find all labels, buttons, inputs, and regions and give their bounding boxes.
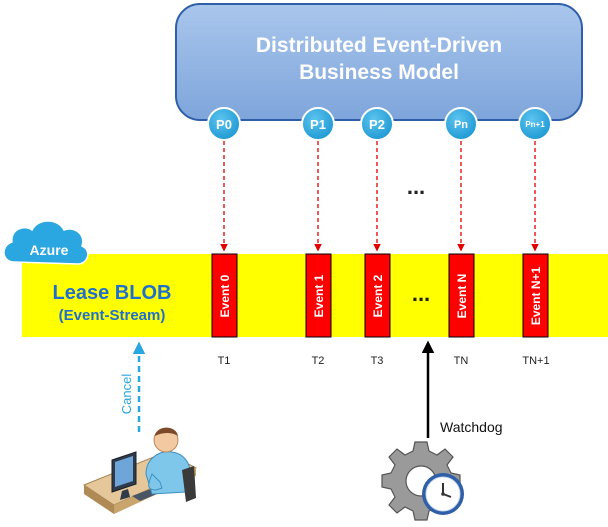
event-2-label: Event 2 xyxy=(371,274,385,317)
event-ellipsis: ... xyxy=(412,281,430,306)
event-0-label: Event 0 xyxy=(218,274,232,317)
event-n-plus-1-label: Event N+1 xyxy=(529,266,543,325)
node-p1-label: P1 xyxy=(310,117,326,132)
node-p1: P1 xyxy=(301,107,335,141)
event-n-label: Event N xyxy=(455,274,469,319)
node-to-event-arrows xyxy=(220,141,539,252)
event-0: Event 0 xyxy=(211,253,238,338)
processor-nodes: P0 P1 P2 Pn Pn+1 xyxy=(207,107,552,141)
blob-subtitle: (Event-Stream) xyxy=(59,307,166,324)
azure-label: Azure xyxy=(30,242,69,258)
event-1: Event 1 xyxy=(305,253,332,338)
event-1-label: Event 1 xyxy=(312,274,326,317)
node-p2: P2 xyxy=(360,107,394,141)
node-p0: P0 xyxy=(207,107,241,141)
azure-cloud: Azure xyxy=(3,220,89,265)
node-pn: Pn xyxy=(444,107,478,141)
node-p0-label: P0 xyxy=(216,117,232,132)
time-tn: TN xyxy=(454,355,469,367)
watchdog-label: Watchdog xyxy=(440,419,503,435)
user-at-computer-icon xyxy=(82,427,198,514)
event-boxes: Event 0 Event 1 Event 2 Event N Event N+… xyxy=(211,253,549,338)
model-title-line1: Distributed Event-Driven xyxy=(256,34,502,57)
node-ellipsis: ... xyxy=(407,174,425,199)
node-pn-plus-1: Pn+1 xyxy=(518,107,552,141)
node-p2-label: P2 xyxy=(369,117,385,132)
time-t3: T3 xyxy=(371,355,384,367)
time-tn-plus-1: TN+1 xyxy=(522,355,549,367)
event-2: Event 2 xyxy=(364,253,391,338)
node-pn-label: Pn xyxy=(454,119,468,131)
node-pn-plus-1-label: Pn+1 xyxy=(525,120,545,129)
time-t1: T1 xyxy=(218,355,231,367)
blob-title: Lease BLOB xyxy=(53,282,172,304)
cancel-label: Cancel xyxy=(119,374,134,415)
time-labels: T1 T2 T3 TN TN+1 xyxy=(218,355,550,367)
event-n-plus-1: Event N+1 xyxy=(522,253,549,338)
gear-clock-icon xyxy=(381,441,464,521)
model-title-line2: Business Model xyxy=(299,61,459,84)
time-t2: T2 xyxy=(312,355,325,367)
business-model-box: Distributed Event-Driven Business Model xyxy=(175,3,583,121)
event-n: Event N xyxy=(448,253,475,338)
